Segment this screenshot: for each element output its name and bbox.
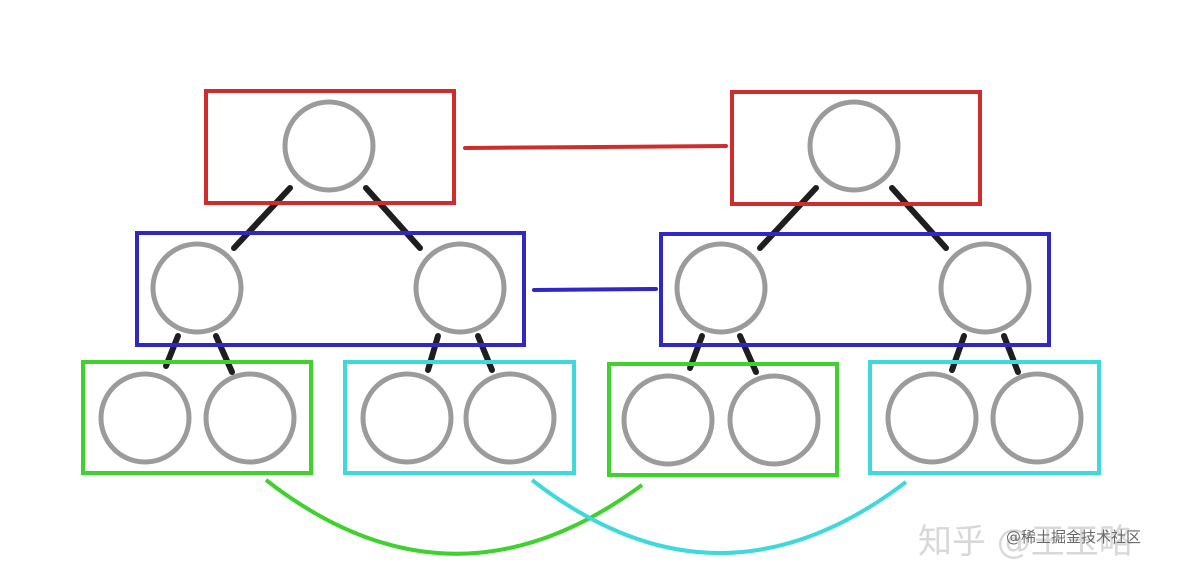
tree-node: [727, 373, 821, 467]
tree-edge: [213, 333, 235, 375]
group-b-link-curve: [530, 478, 908, 555]
tree-node: [807, 99, 901, 193]
tree-node: [203, 371, 297, 465]
juejin-watermark: @稀土掘金技术社区: [1006, 528, 1142, 546]
left-tree: [81, 89, 576, 475]
level0-box: [730, 90, 982, 206]
level1-box: [659, 232, 1051, 347]
group-b-box: [343, 360, 576, 475]
tree-edge: [475, 333, 495, 373]
tree-node: [885, 371, 979, 465]
tree-node: [98, 371, 192, 465]
tree-edge: [737, 333, 759, 375]
tree-edge: [757, 185, 819, 251]
level1-link: [532, 287, 658, 292]
tree-edge: [949, 333, 967, 373]
group-b-box: [868, 360, 1101, 475]
tree-edge: [231, 185, 293, 251]
tree-edge: [889, 185, 949, 251]
tree-node: [621, 373, 715, 467]
tree-node: [360, 371, 454, 465]
tree-node: [463, 371, 557, 465]
tree-node: [282, 99, 376, 193]
tree-node: [674, 241, 768, 335]
group-a-box: [607, 362, 839, 477]
level0-link: [463, 144, 728, 150]
tree-node: [938, 241, 1032, 335]
tree-edge: [363, 185, 423, 251]
tree-edge: [1001, 333, 1021, 375]
tree-edge: [425, 333, 441, 373]
tree-node: [990, 371, 1084, 465]
level1-box: [135, 231, 526, 347]
right-tree: [607, 90, 1101, 477]
level0-box: [204, 89, 456, 205]
zhihu-watermark: 知乎 @王玉略: [918, 522, 1133, 562]
tree-node: [150, 241, 244, 335]
group-a-box: [81, 360, 313, 475]
tree-node: [413, 241, 507, 335]
